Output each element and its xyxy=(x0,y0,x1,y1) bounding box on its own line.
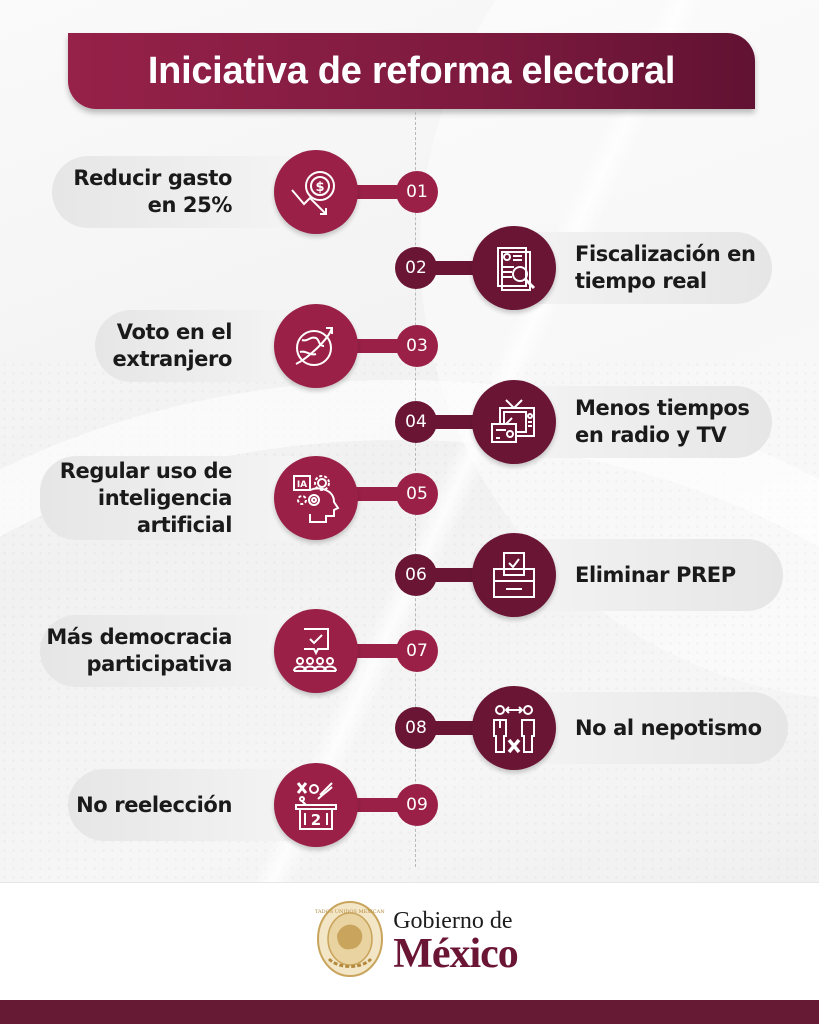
item-number: 09 xyxy=(396,784,438,826)
item-label: No reelección xyxy=(76,792,232,817)
gobierno-de-mexico-logo: ESTADOS UNIDOS MEXICANOS Gobierno de Méx… xyxy=(308,899,519,984)
item-number: 06 xyxy=(395,554,437,596)
footer-bar xyxy=(0,1000,819,1024)
item-label: Eliminar PREP xyxy=(575,562,736,587)
footer: ESTADOS UNIDOS MEXICANOS Gobierno de Méx… xyxy=(0,882,819,1000)
item-icon-circle xyxy=(274,304,358,388)
brand-wordmark: Gobierno de México xyxy=(393,907,519,977)
participation-group-icon xyxy=(293,628,337,672)
item-icon-circle: 2 xyxy=(274,763,358,847)
item-number: 02 xyxy=(395,247,437,289)
title-banner: Iniciativa de reforma electoral xyxy=(68,33,755,109)
item-label: No al nepotismo xyxy=(575,715,762,740)
item-number: 03 xyxy=(396,325,438,367)
svg-text:ESTADOS UNIDOS MEXICANOS: ESTADOS UNIDOS MEXICANOS xyxy=(315,909,385,915)
brand-line-bottom: México xyxy=(393,930,519,977)
item-icon-circle xyxy=(472,226,556,310)
item-icon-circle xyxy=(274,609,358,693)
ballot-box-icon xyxy=(493,552,535,598)
podium-vote-icon: 2 xyxy=(295,782,337,830)
item-number: 08 xyxy=(395,707,437,749)
ai-head-icon: IA xyxy=(293,475,340,523)
national-seal-icon: ESTADOS UNIDOS MEXICANOS xyxy=(308,899,393,984)
item-icon-circle xyxy=(472,686,556,770)
brand-line-top: Gobierno de xyxy=(393,907,513,934)
svg-text:2: 2 xyxy=(311,811,321,829)
item-icon-circle xyxy=(472,533,556,617)
item-number: 05 xyxy=(396,473,438,515)
tv-radio-icon xyxy=(491,399,535,443)
nepotism-people-icon xyxy=(493,705,535,754)
item-icon-circle: $ xyxy=(274,150,358,234)
item-icon-circle xyxy=(472,380,556,464)
document-search-icon xyxy=(497,247,536,291)
page-title: Iniciativa de reforma electoral xyxy=(147,49,676,92)
item-icon-circle: IA xyxy=(274,456,358,540)
item-number: 04 xyxy=(395,401,437,443)
globe-orbit-icon xyxy=(295,327,333,366)
svg-text:$: $ xyxy=(315,180,324,195)
item-number: 07 xyxy=(396,630,438,672)
item-number: 01 xyxy=(396,171,438,213)
svg-text:IA: IA xyxy=(297,480,307,490)
money-decrease-icon: $ xyxy=(291,171,335,215)
